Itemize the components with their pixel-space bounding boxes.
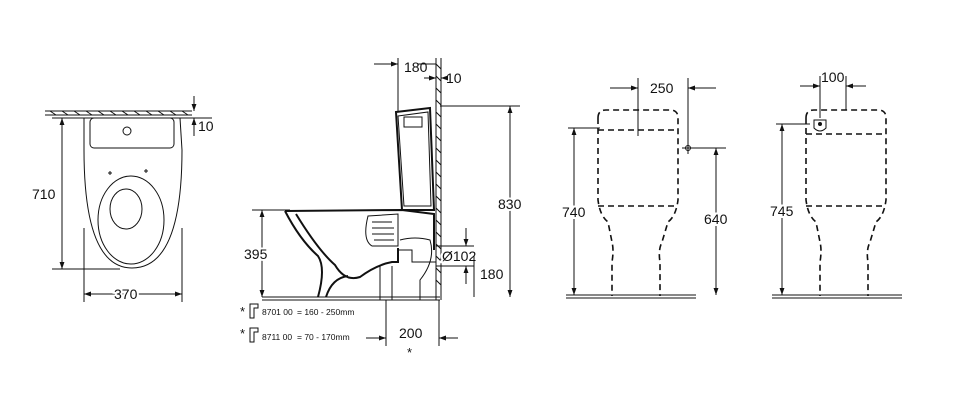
front-view: 250 740 640 bbox=[560, 78, 730, 299]
dim-pipe-diameter: Ø102 bbox=[436, 228, 478, 284]
accessory-range: = 70 - 170mm bbox=[297, 332, 350, 342]
dim-height-745: 745 bbox=[768, 123, 810, 295]
footnote-star: * bbox=[407, 345, 412, 360]
dim-label-diameter: Ø102 bbox=[442, 248, 476, 264]
dim-label-200: 200 bbox=[399, 325, 423, 341]
rear-inlet-icon bbox=[813, 119, 827, 132]
dim-depth-710: 710 bbox=[32, 117, 120, 270]
toilet-top-outline bbox=[83, 117, 183, 269]
side-view: 180 10 830 395 Ø102 bbox=[240, 58, 524, 360]
wall bbox=[435, 58, 442, 300]
accessory-8701: * 8701 00 = 160 - 250mm bbox=[240, 303, 354, 319]
rear-floor bbox=[772, 294, 902, 299]
rear-silhouette bbox=[805, 109, 887, 296]
inlet-marker bbox=[682, 142, 694, 154]
dim-label-710: 710 bbox=[32, 186, 56, 202]
front-silhouette bbox=[597, 109, 679, 296]
dim-label-640: 640 bbox=[704, 211, 728, 227]
accessory-code: 8711 00 bbox=[262, 332, 292, 342]
dim-label-370: 370 bbox=[114, 286, 138, 302]
dim-label-180-bottom: 180 bbox=[480, 266, 504, 282]
front-floor bbox=[566, 294, 696, 299]
dim-label-100: 100 bbox=[821, 69, 845, 85]
dim-label-10-side: 10 bbox=[446, 70, 462, 86]
wall-hatch bbox=[45, 110, 192, 116]
accessory-list: * 8701 00 = 160 - 250mm * 8711 00 = 70 -… bbox=[240, 303, 354, 343]
dim-height-830: 830 bbox=[440, 105, 524, 297]
dim-inlet-offset-250: 250 bbox=[610, 78, 716, 142]
cistern bbox=[394, 106, 436, 211]
dim-width-370: 370 bbox=[83, 228, 183, 304]
accessory-8711: * 8711 00 = 70 - 170mm bbox=[240, 326, 350, 343]
dim-label-250: 250 bbox=[650, 80, 674, 96]
accessory-star: * bbox=[240, 326, 245, 341]
dim-label-395: 395 bbox=[244, 246, 268, 262]
dim-label-top-10: 10 bbox=[198, 118, 214, 134]
floor bbox=[262, 296, 440, 301]
dim-label-745: 745 bbox=[770, 203, 794, 219]
dim-label-180-top: 180 bbox=[404, 59, 428, 75]
dim-label-740: 740 bbox=[562, 204, 586, 220]
dim-outlet-200: 200 * bbox=[366, 300, 458, 360]
dim-wall-gap-10-side: 10 bbox=[424, 70, 462, 86]
dim-height-740: 740 bbox=[560, 127, 600, 295]
top-view: 710 370 10 bbox=[32, 96, 214, 304]
dim-pipe-height-180: 180 bbox=[473, 256, 504, 297]
dim-tank-depth-180: 180 bbox=[374, 58, 436, 112]
accessory-code: 8701 00 bbox=[262, 307, 293, 317]
dim-label-830: 830 bbox=[498, 196, 522, 212]
accessory-range: = 160 - 250mm bbox=[297, 307, 354, 317]
dim-wall-gap-10: 10 bbox=[178, 96, 214, 136]
rear-view: 100 745 bbox=[768, 69, 902, 299]
dim-height-395: 395 bbox=[242, 209, 290, 297]
bowl-side-profile bbox=[284, 208, 436, 301]
dim-inlet-height-640: 640 bbox=[694, 147, 730, 295]
dim-offset-100: 100 bbox=[800, 69, 866, 118]
accessory-star: * bbox=[240, 304, 245, 319]
